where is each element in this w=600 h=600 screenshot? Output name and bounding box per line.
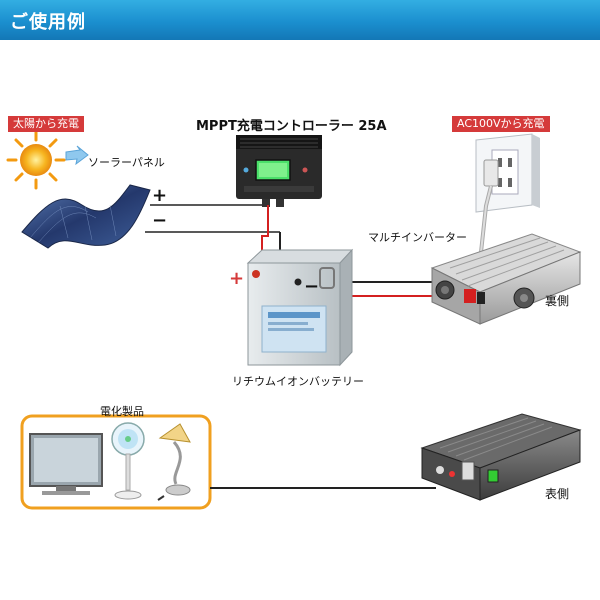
back-side-label: 裏側 bbox=[545, 294, 570, 308]
battery-minus-sign: − bbox=[304, 276, 320, 297]
tv-icon bbox=[29, 433, 103, 495]
panel-wires bbox=[145, 204, 280, 233]
panel-minus-sign: − bbox=[152, 210, 168, 231]
appliances-label: 電化製品 bbox=[100, 405, 144, 418]
mppt-controller-image bbox=[236, 135, 322, 207]
battery-image bbox=[246, 248, 354, 367]
solar-panel-image bbox=[21, 184, 151, 249]
section-header: ご使用例 bbox=[0, 0, 600, 40]
battery-plus-sign: + bbox=[229, 268, 245, 289]
battery-label: リチウムイオンバッテリー bbox=[232, 375, 364, 388]
charge-from-ac-tag: AC100Vから充電 bbox=[452, 116, 550, 132]
arrow-icon bbox=[65, 145, 89, 166]
sun-icon bbox=[6, 130, 66, 190]
fan-icon bbox=[111, 422, 145, 500]
charge-from-sun-tag: 太陽から充電 bbox=[8, 116, 84, 132]
section-title: ご使用例 bbox=[10, 12, 86, 33]
panel-plus-sign: + bbox=[152, 185, 168, 206]
solar-panel-label: ソーラーパネル bbox=[88, 156, 165, 169]
inverter-label: マルチインバーター bbox=[368, 231, 467, 244]
front-side-label: 表側 bbox=[545, 487, 570, 501]
desk-lamp-icon bbox=[157, 423, 191, 501]
controller-label: MPPT充電コントローラー 25A bbox=[196, 119, 387, 134]
inverter-front-image bbox=[420, 413, 582, 501]
inverter-back-image bbox=[430, 233, 582, 325]
